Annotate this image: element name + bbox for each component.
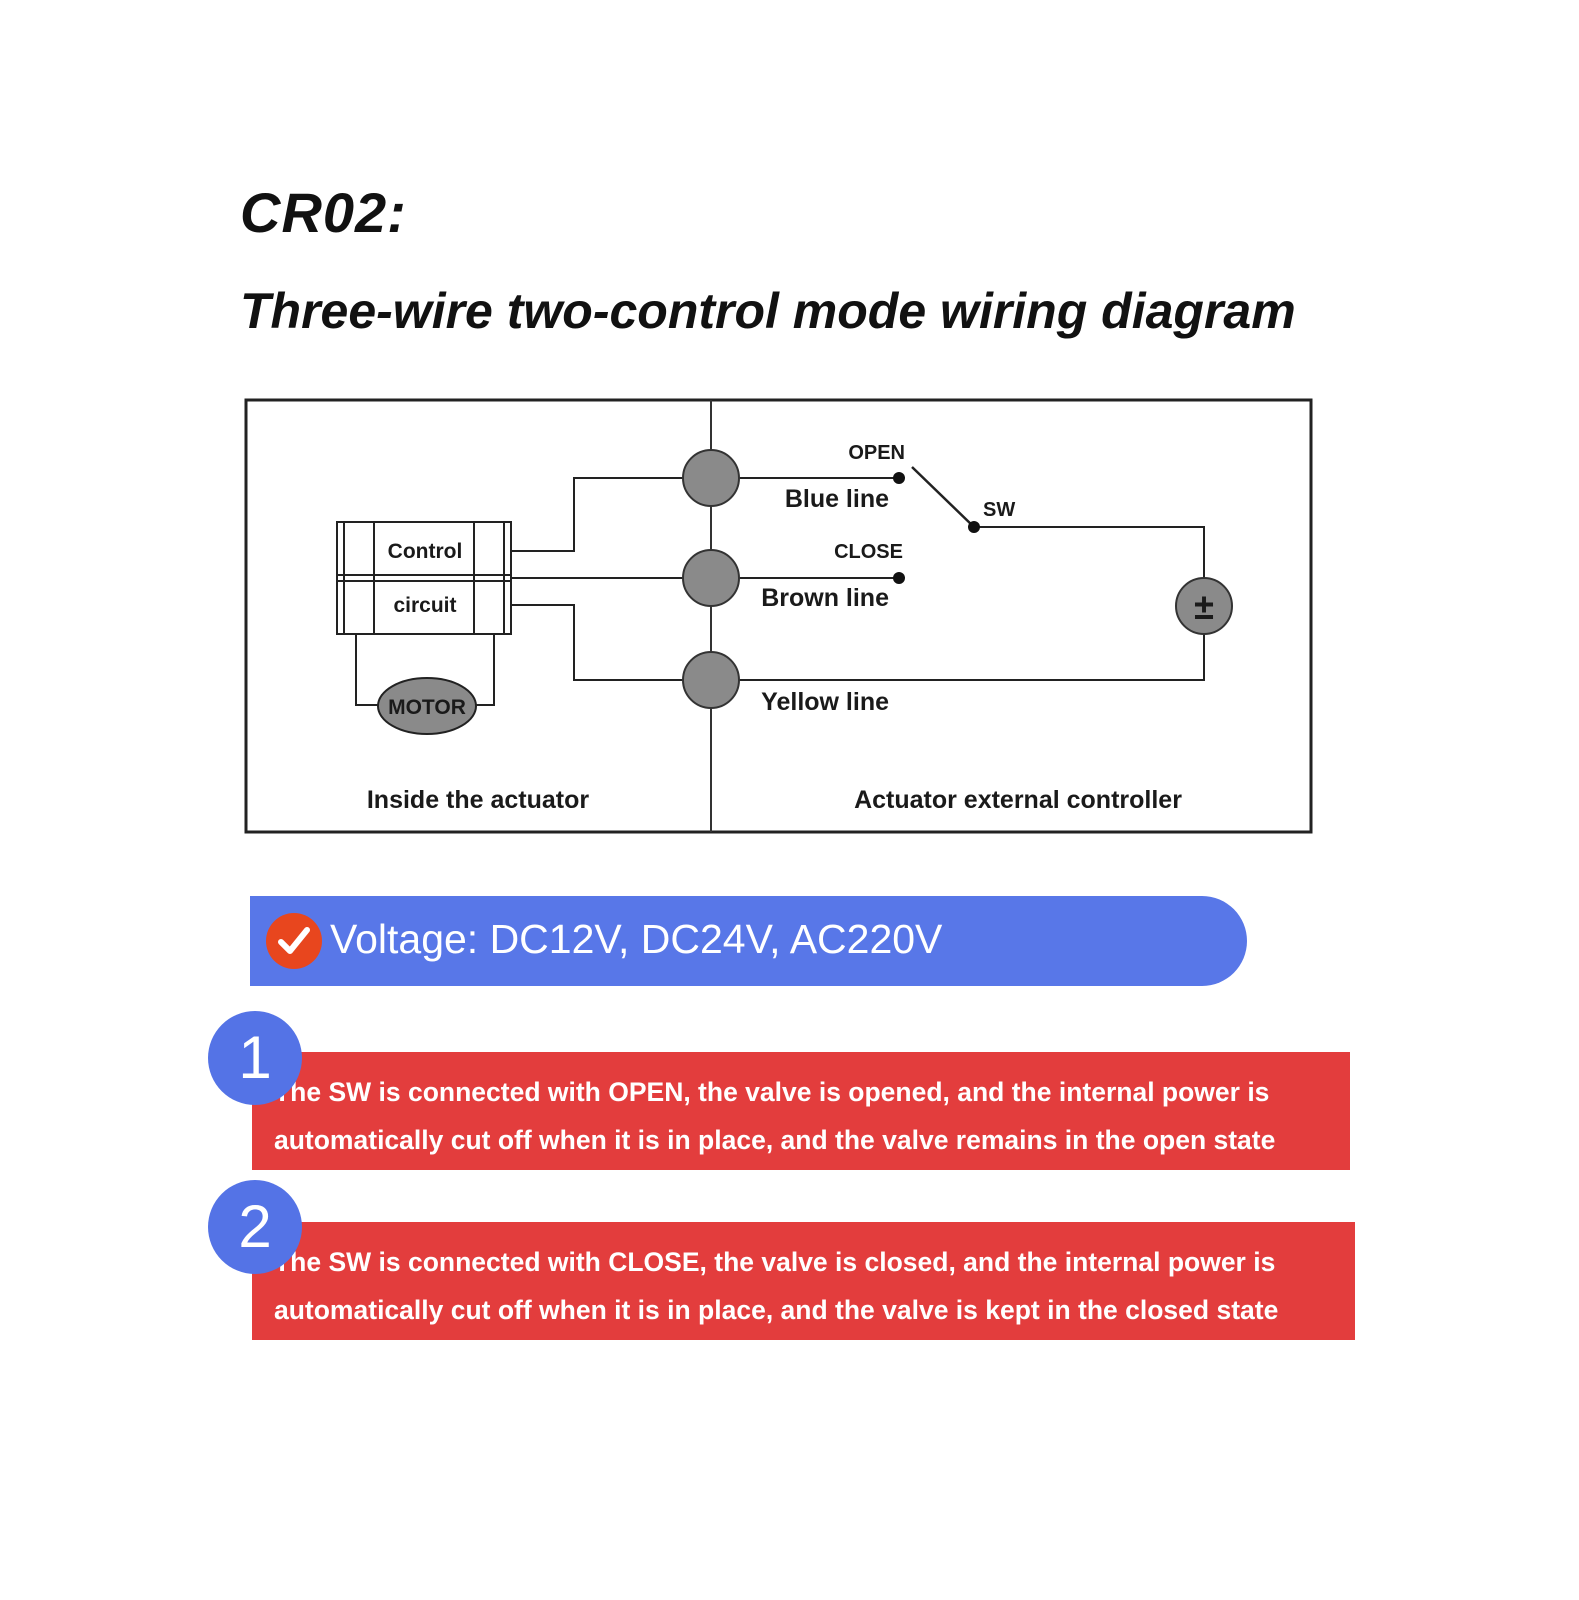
power-source-icon (1175, 577, 1233, 635)
note-2-line-1: The SW is connected with CLOSE, the valv… (274, 1247, 1276, 1277)
note-panel-2: The SW is connected with CLOSE, the valv… (252, 1222, 1355, 1340)
power-symbol: ± (1194, 586, 1214, 627)
yellow-line-label: Yellow line (761, 688, 889, 716)
yellow-wire-internal (511, 604, 711, 681)
step-2-badge: 2 (208, 1180, 302, 1274)
step-1-badge: 1 (208, 1011, 302, 1105)
note-1-line-1: The SW is connected with OPEN, the valve… (274, 1077, 1270, 1107)
sw-label: SW (983, 499, 1015, 521)
circuit-label: circuit (393, 594, 456, 617)
model-title: CR02: (240, 181, 407, 244)
note-1-line-2: automatically cut off when it is in plac… (274, 1125, 1276, 1155)
sw-pivot (968, 521, 980, 533)
open-contact (893, 472, 905, 484)
yellow-wire-external (711, 634, 1205, 681)
sw-wire (974, 526, 1205, 578)
wiring-diagram: Control circuit MOTOR ± OPEN CLOSE SW Bl… (244, 398, 1313, 834)
yellow-terminal (682, 651, 740, 709)
external-controller-label: Actuator external controller (854, 786, 1182, 814)
diagram-title: Three-wire two-control mode wiring diagr… (240, 283, 1296, 339)
note-2-line-2: automatically cut off when it is in plac… (274, 1295, 1279, 1325)
note-2-text: The SW is connected with CLOSE, the valv… (274, 1238, 1278, 1334)
blue-wire-internal (511, 477, 711, 552)
close-contact (893, 572, 905, 584)
close-label: CLOSE (834, 541, 903, 563)
brown-line-label: Brown line (761, 584, 889, 612)
blue-terminal (682, 449, 740, 507)
motor-label: MOTOR (388, 696, 466, 719)
check-icon (266, 913, 322, 969)
control-circuit-block (336, 521, 512, 635)
note-1-text: The SW is connected with OPEN, the valve… (274, 1068, 1275, 1164)
motor-wire (355, 634, 495, 706)
inside-actuator-label: Inside the actuator (367, 786, 590, 814)
brown-terminal (682, 549, 740, 607)
blue-line-label: Blue line (785, 485, 889, 513)
diagram-frame (244, 398, 1313, 834)
voltage-text: Voltage: DC12V, DC24V, AC220V (330, 916, 943, 962)
motor-symbol (377, 677, 477, 735)
open-label: OPEN (848, 442, 905, 464)
note-panel-1: The SW is connected with OPEN, the valve… (252, 1052, 1350, 1170)
sw-lever (911, 466, 975, 528)
voltage-banner: Voltage: DC12V, DC24V, AC220V (250, 896, 1247, 986)
control-label: Control (388, 540, 463, 563)
